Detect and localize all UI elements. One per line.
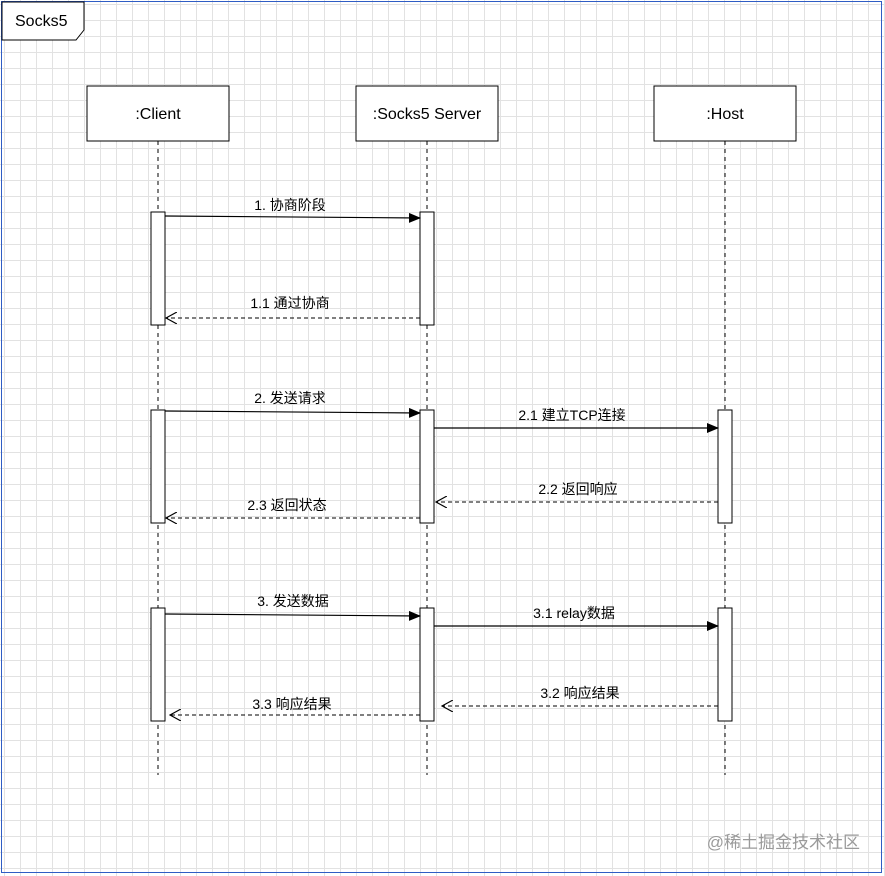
activation-host-3: [717, 607, 733, 722]
message-1: 1. 协商阶段: [164, 197, 421, 223]
message-3-2: 3.2 响应结果: [442, 685, 718, 706]
activation-server-2: [419, 409, 435, 524]
message-2-3: 2.3 返回状态: [166, 497, 420, 518]
message-label: 1. 协商阶段: [254, 197, 326, 213]
message-1-1: 1.1 通过协商: [166, 295, 420, 318]
message-3-3: 3.3 响应结果: [170, 696, 420, 715]
watermark-text: @稀土掘金技术社区: [707, 833, 860, 852]
participant-socks5-server[interactable]: :Socks5 Server: [355, 85, 499, 142]
activation-client-3: [150, 607, 166, 722]
frame-title-tab: Socks5: [1, 1, 85, 41]
message-label: 2.1 建立TCP连接: [518, 407, 625, 423]
message-2-2: 2.2 返回响应: [436, 481, 718, 502]
participant-host[interactable]: :Host: [653, 85, 797, 142]
activation-client-2: [150, 409, 166, 524]
participant-client-label: :Client: [135, 106, 181, 123]
message-label: 3.2 响应结果: [540, 685, 619, 701]
message-label: 3.1 relay数据: [533, 605, 615, 621]
participant-client[interactable]: :Client: [86, 85, 230, 142]
lifelines: [157, 141, 726, 775]
message-3: 3. 发送数据: [164, 593, 421, 621]
activation-server-1: [419, 211, 435, 326]
message-2-1: 2.1 建立TCP连接: [434, 407, 719, 433]
message-label: 2.2 返回响应: [538, 481, 617, 497]
frame-title: Socks5: [15, 13, 68, 30]
message-3-1: 3.1 relay数据: [434, 605, 719, 631]
activation-bars: [150, 211, 733, 722]
activation-server-3: [419, 607, 435, 722]
message-label: 2. 发送请求: [254, 390, 326, 406]
message-label: 3.3 响应结果: [252, 696, 331, 712]
message-2: 2. 发送请求: [164, 390, 421, 418]
message-label: 3. 发送数据: [257, 593, 329, 609]
participant-socks5-server-label: :Socks5 Server: [373, 106, 482, 123]
participant-host-label: :Host: [706, 106, 744, 123]
activation-client-1: [150, 211, 166, 326]
message-label: 1.1 通过协商: [250, 295, 329, 311]
message-label: 2.3 返回状态: [247, 497, 326, 513]
activation-host-2: [717, 409, 733, 524]
